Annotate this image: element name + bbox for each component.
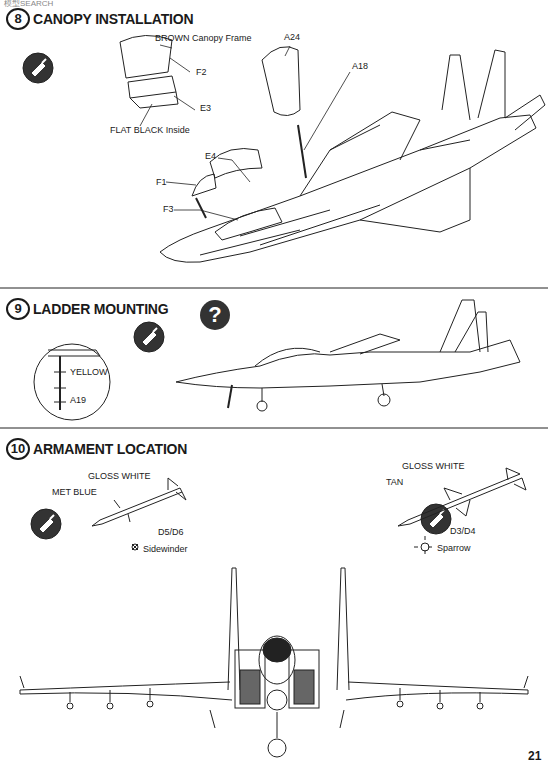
missile-name: Sparrow <box>437 544 471 554</box>
part-number: E3 <box>200 104 211 114</box>
step-heading: 8CANOPY INSTALLATION <box>6 8 193 30</box>
part-number: D3/D4 <box>450 527 476 537</box>
paint-note: GLOSS WHITE <box>402 462 465 472</box>
seat-part <box>128 76 176 98</box>
divider <box>0 288 548 289</box>
divider <box>0 428 548 429</box>
part-number: F2 <box>196 68 207 78</box>
panel <box>262 47 300 116</box>
part-number: F1 <box>156 178 167 188</box>
aircraft-frontview <box>20 568 528 757</box>
part-number: A18 <box>352 62 368 72</box>
cement-icon <box>23 53 53 83</box>
step-heading: 10ARMAMENT LOCATION <box>6 438 187 460</box>
cement-icon <box>134 322 164 352</box>
part-number: F3 <box>163 205 174 215</box>
paint-note: FLAT BLACK Inside <box>110 126 190 136</box>
paint-note: MET BLUE <box>52 488 97 498</box>
step-title: CANOPY INSTALLATION <box>33 11 193 27</box>
page-number: 21 <box>528 750 541 763</box>
step-number: 10 <box>6 438 30 460</box>
step-heading: 9LADDER MOUNTING <box>6 298 168 320</box>
sparrow-missile <box>398 468 526 554</box>
watermark: 模型SEARCH <box>4 0 53 9</box>
step-title: ARMAMENT LOCATION <box>33 441 187 457</box>
step-number: 8 <box>6 8 30 30</box>
paint-note: YELLOW <box>70 368 108 378</box>
paint-note: GLOSS WHITE <box>88 472 151 482</box>
paint-note: TAN <box>386 478 403 488</box>
missile-name: Sidewinder <box>143 545 188 555</box>
aircraft-topview <box>160 50 545 262</box>
step-title: LADDER MOUNTING <box>33 301 168 317</box>
ladder-detail <box>34 344 110 420</box>
part-number: A24 <box>284 33 300 43</box>
step-number: 9 <box>6 298 30 320</box>
help-symbol: ? <box>200 300 230 330</box>
cement-icon <box>31 509 61 539</box>
question-icon: ? <box>200 300 230 330</box>
paint-note: BROWN Canopy Frame <box>155 34 252 44</box>
part-number: D5/D6 <box>158 528 184 538</box>
part-number: A19 <box>70 396 86 406</box>
aircraft-sideview <box>176 300 520 411</box>
stick <box>196 198 206 218</box>
canopy <box>210 149 262 179</box>
part-number: E4 <box>205 152 216 162</box>
sidewinder-missile <box>92 478 186 550</box>
